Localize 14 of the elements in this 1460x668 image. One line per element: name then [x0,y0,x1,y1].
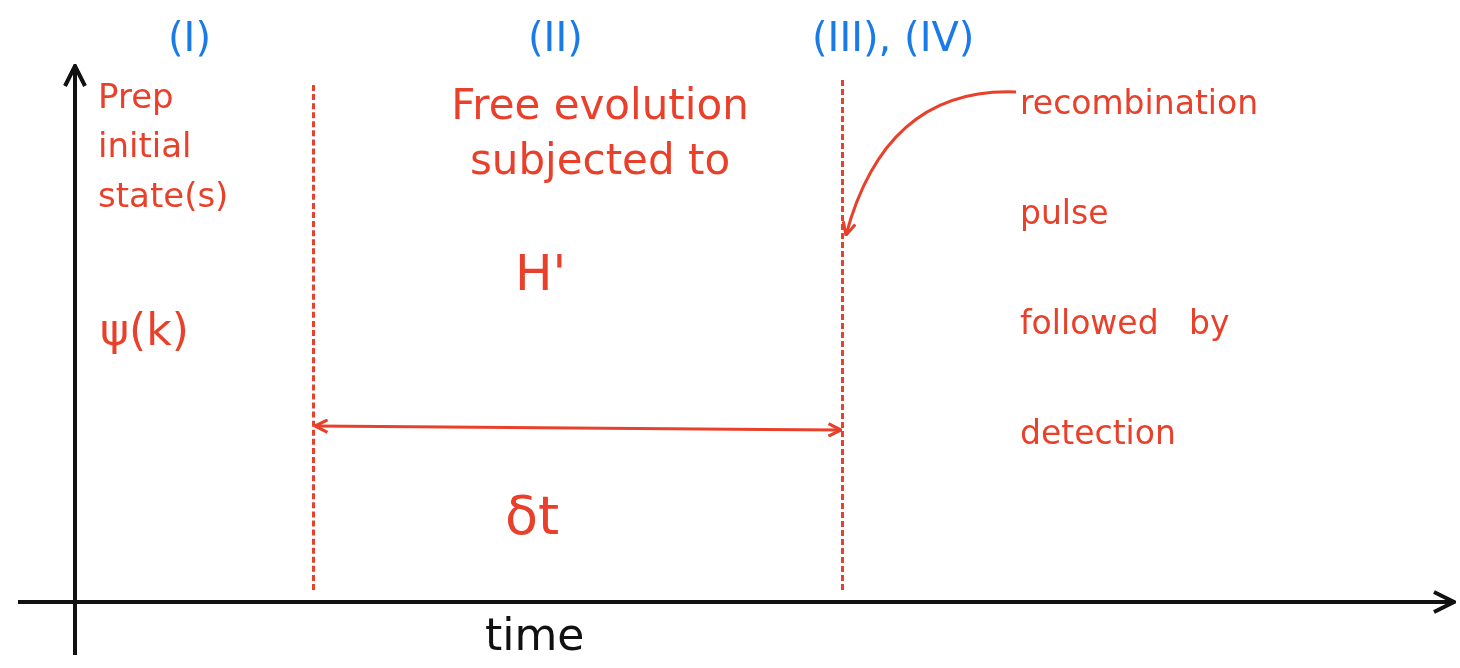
dashed-line [312,85,315,590]
annotation-text: recombination pulse followed by detection [1020,48,1262,488]
step-label: (I) [168,14,211,60]
leader-arrow [842,90,1016,237]
annotation-text: H' [515,245,567,303]
axis-label: time [485,610,585,661]
annotation-text: ψ(k) [100,305,189,356]
dashed-line [841,80,844,590]
annotation-text: δt [505,485,560,548]
annotation-text: Prep initial state(s) [98,75,230,217]
double-arrow [313,418,843,438]
step-label: (III), (IV) [812,14,975,60]
step-label: (II) [528,14,583,60]
annotation-text: Free evolution subjected to [450,79,750,186]
